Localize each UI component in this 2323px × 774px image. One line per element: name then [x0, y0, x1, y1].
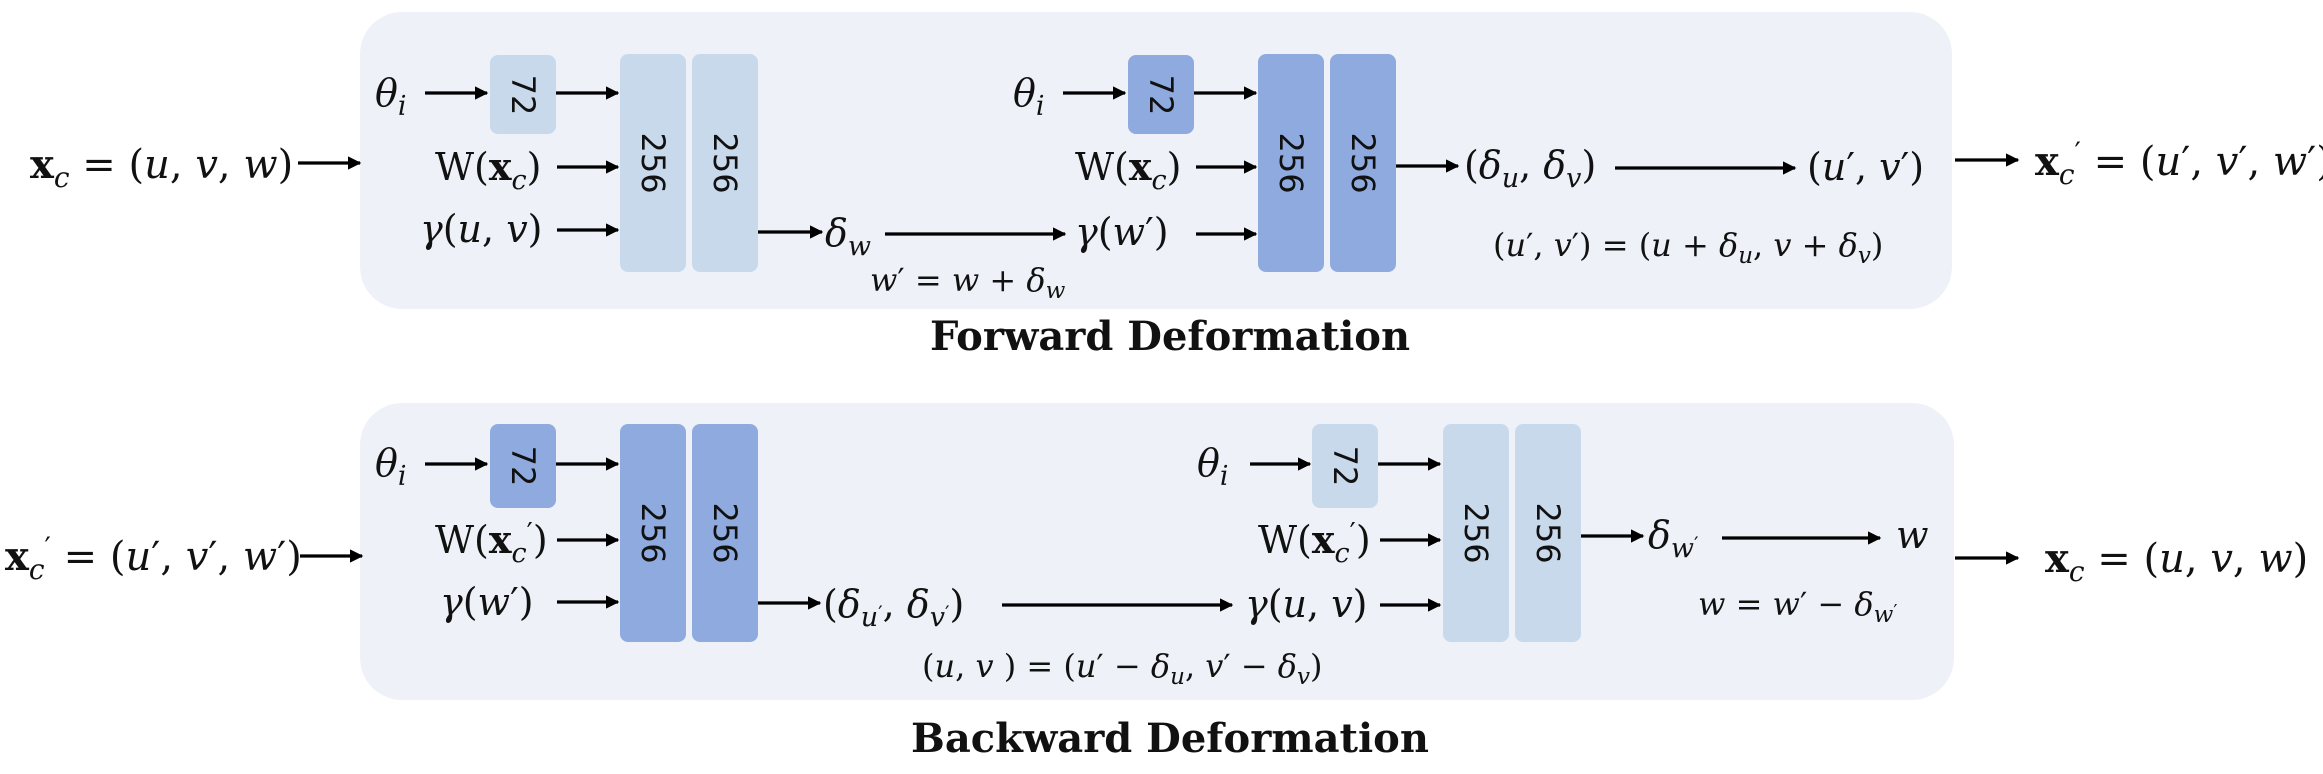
forward-net1-note: w′ = w + δw: [870, 261, 1066, 304]
backward-net2-enc: γ(u, v): [1245, 582, 1368, 626]
forward-net2-layer-2-label: 256: [1344, 132, 1382, 193]
forward-net2-enc: γ(w′): [1075, 210, 1169, 254]
backward-net2-layer-1: [1443, 424, 1509, 642]
backward-net1-pose-block: [490, 424, 556, 508]
backward-net2-result: w: [1896, 513, 1929, 557]
forward-net2-layer-1-label: 256: [1272, 132, 1310, 193]
backward-net2-note: w = w′ − δw′: [1698, 585, 1897, 628]
forward-net2-pose-label: 72: [1142, 75, 1180, 116]
forward-net1-skin: W(xc): [435, 144, 542, 196]
backward-output-label: xc = (u, v, w): [2045, 535, 2308, 588]
forward-input-label: xc = (u, v, w): [30, 141, 293, 194]
forward-net2-theta: θi: [1013, 71, 1045, 122]
forward-net2-layer-2: [1330, 54, 1396, 272]
forward-net1-layer-2: [692, 54, 758, 272]
backward-net1-out: (δu′, δv′): [823, 582, 964, 633]
backward-net2-layer-2-label: 256: [1529, 502, 1567, 563]
backward-net2-layer-2: [1515, 424, 1581, 642]
backward-net1-note: (u, v ) = (u′ − δu, v′ − δv): [922, 647, 1323, 690]
forward-net2-result: (u′, v′): [1807, 145, 1924, 189]
forward-title: Forward Deformation: [930, 313, 1410, 360]
backward-net1-pose-label: 72: [504, 446, 542, 487]
forward-net1-layer-2-label: 256: [706, 132, 744, 193]
backward-net1-layer-2: [692, 424, 758, 642]
backward-net1-layer-2-label: 256: [706, 502, 744, 563]
backward-net2-layer-1-label: 256: [1457, 502, 1495, 563]
backward-net1-layer-1: [620, 424, 686, 642]
backward-net2-out: δw′: [1648, 513, 1699, 564]
forward-net1-layer-1-label: 256: [634, 132, 672, 193]
forward-net2-out: (δu, δv): [1464, 143, 1596, 194]
backward-net2-pose-label: 72: [1326, 446, 1364, 487]
forward-net1-enc: γ(u, v): [420, 207, 543, 251]
backward-net1-layer-1-label: 256: [634, 502, 672, 563]
forward-net1-layer-1: [620, 54, 686, 272]
forward-net2-layer-1: [1258, 54, 1324, 272]
forward-net1-pose-block: [490, 55, 556, 134]
backward-net1-enc: γ(w′): [440, 580, 534, 624]
forward-output-label: xc′ = (u′, v′, w′): [2035, 136, 2323, 191]
backward-title: Backward Deformation: [911, 715, 1429, 762]
backward-net2-pose-block: [1312, 424, 1378, 508]
forward-net2-pose-block: [1128, 55, 1194, 134]
forward-net2-note: (u′, v′) = (u + δu, v + δv): [1493, 226, 1883, 269]
backward-input-label: xc′ = (u′, v′, w′): [5, 531, 302, 586]
forward-net1-pose-label: 72: [504, 75, 542, 116]
